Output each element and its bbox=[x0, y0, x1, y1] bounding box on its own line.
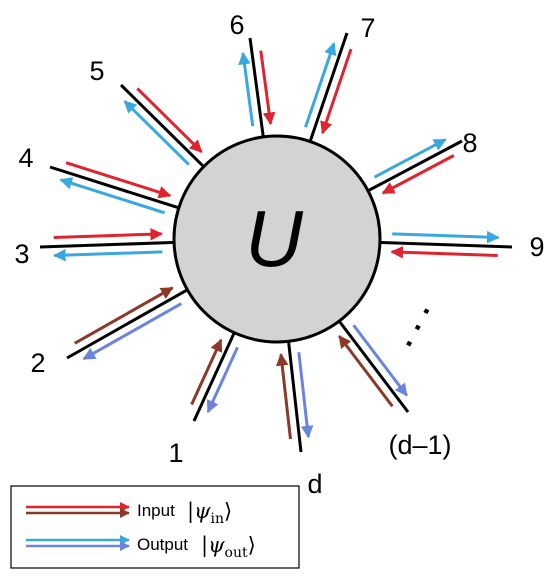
input-arrow bbox=[53, 227, 164, 241]
port-line bbox=[377, 240, 513, 249]
unitary-label: U bbox=[245, 194, 304, 283]
port-line bbox=[336, 318, 410, 413]
output-arrow bbox=[392, 230, 500, 244]
port-label: (d–1) bbox=[388, 430, 451, 460]
port-11: d bbox=[275, 339, 323, 499]
port-5: 5 bbox=[89, 56, 207, 170]
output-arrow bbox=[352, 324, 408, 397]
input-arrow bbox=[320, 48, 353, 135]
output-arrow bbox=[59, 177, 166, 215]
port-3: 3 bbox=[14, 227, 177, 269]
port-line bbox=[39, 240, 177, 249]
port-label: 1 bbox=[168, 438, 183, 468]
port-line bbox=[308, 32, 349, 144]
port-line bbox=[248, 37, 266, 140]
port-line bbox=[119, 83, 207, 170]
port-1: 1 bbox=[168, 330, 239, 468]
output-arrow bbox=[297, 352, 314, 439]
legend: Input |ψin⟩ Output |ψout⟩ bbox=[10, 485, 300, 569]
port-label: 7 bbox=[360, 13, 375, 43]
port-line bbox=[365, 139, 463, 194]
port-line bbox=[192, 330, 237, 422]
output-arrow bbox=[206, 346, 239, 414]
input-arrow bbox=[275, 353, 292, 440]
legend-input-psi: ψ bbox=[194, 499, 211, 523]
input-arrow bbox=[190, 338, 223, 406]
input-arrow bbox=[259, 50, 276, 126]
port-6: 6 bbox=[229, 10, 276, 140]
port-label: 2 bbox=[30, 348, 45, 378]
input-arrow bbox=[381, 154, 455, 195]
ports-layer: 1 2 3 4 5 6 7 8 9 (d–1) d bbox=[14, 10, 544, 499]
port-4: 4 bbox=[18, 143, 182, 215]
output-arrow bbox=[53, 248, 163, 262]
port-10: (d–1) bbox=[336, 318, 452, 460]
input-arrow bbox=[74, 286, 174, 345]
output-arrow bbox=[82, 302, 183, 361]
legend-output-psi: ψ bbox=[208, 533, 225, 557]
port-9: 9 bbox=[377, 230, 545, 262]
port-line bbox=[66, 287, 190, 360]
port-2: 2 bbox=[30, 286, 190, 378]
output-arrow bbox=[238, 51, 255, 127]
legend-input-ket: |ψin⟩ bbox=[187, 499, 232, 527]
port-label: 4 bbox=[18, 143, 33, 173]
legend-input-label: Input bbox=[137, 501, 175, 520]
input-arrow bbox=[136, 87, 203, 153]
ellipsis-dots: · · · bbox=[393, 299, 444, 356]
port-label: d bbox=[307, 469, 322, 499]
unitary-circle bbox=[172, 134, 382, 344]
port-line bbox=[286, 339, 303, 453]
legend-input-sub: in bbox=[211, 511, 225, 527]
legend-box bbox=[10, 485, 300, 569]
port-label: 8 bbox=[462, 128, 477, 158]
input-arrow bbox=[390, 245, 498, 259]
input-arrow bbox=[65, 161, 172, 199]
legend-output-sub: out bbox=[225, 545, 248, 561]
port-label: 3 bbox=[14, 239, 29, 269]
port-line bbox=[49, 165, 182, 210]
port-label: 9 bbox=[529, 232, 544, 262]
output-arrow bbox=[123, 100, 190, 166]
port-label: 5 bbox=[89, 56, 104, 86]
legend-output-label: Output bbox=[137, 535, 188, 554]
output-arrow bbox=[304, 42, 337, 128]
output-arrow bbox=[373, 138, 447, 179]
port-8: 8 bbox=[365, 128, 478, 195]
port-7: 7 bbox=[304, 13, 376, 144]
port-label: 6 bbox=[229, 10, 244, 40]
input-arrow bbox=[338, 335, 394, 408]
